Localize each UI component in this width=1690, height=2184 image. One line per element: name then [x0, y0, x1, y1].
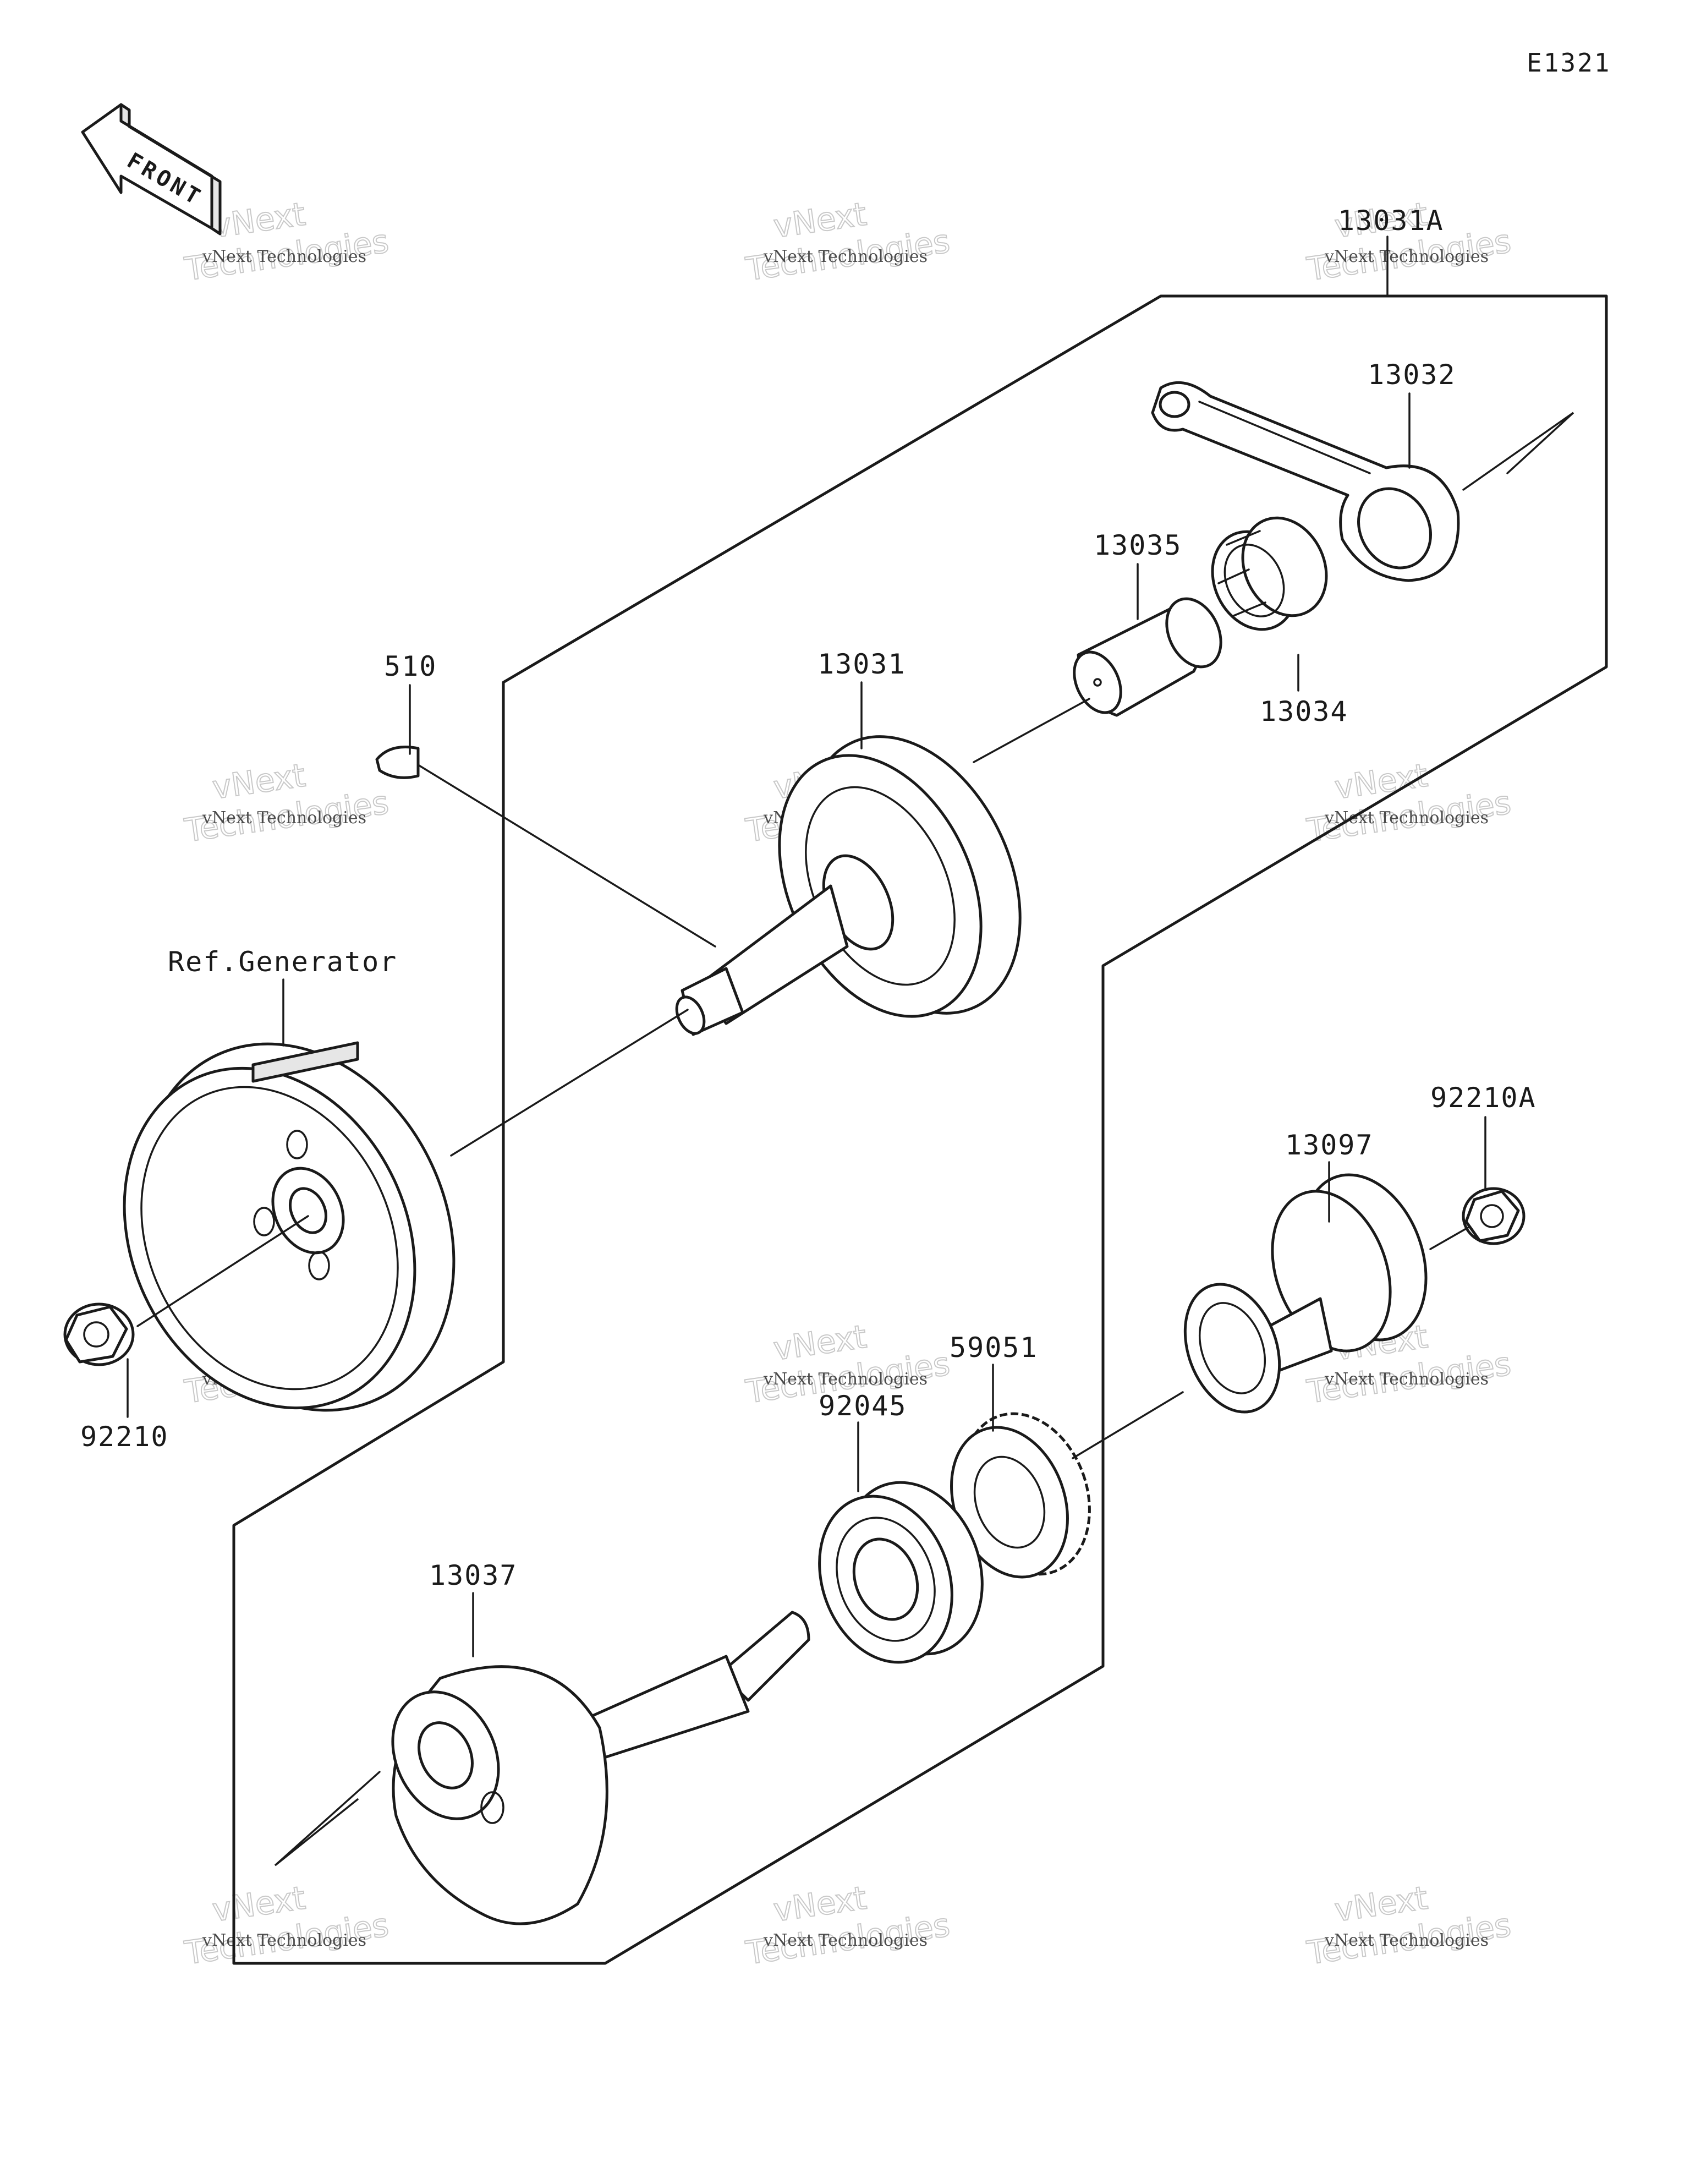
balancer-shaft-13097: [1183, 1173, 1428, 1414]
label-13031A: 13031A: [1338, 205, 1444, 237]
watermark: vNext Technologies: [182, 1879, 391, 1973]
woodruff-key-510: [375, 746, 420, 779]
crank-pin-13035: [1073, 597, 1222, 717]
connecting-rod-13032: [1151, 381, 1460, 582]
watermark-text: vNext Technologies: [1324, 247, 1489, 266]
leader-lines: [127, 236, 1486, 1657]
label-59051: 59051: [950, 1332, 1038, 1364]
label-13032: 13032: [1368, 359, 1456, 391]
front-arrow-icon: FRONT: [81, 103, 222, 236]
part-labels: 13031A 13032 13035 13034 510 13031 Ref.G…: [80, 205, 1537, 1591]
label-13034: 13034: [1260, 696, 1348, 727]
label-92210A: 92210A: [1430, 1082, 1537, 1114]
watermark-text: vNext Technologies: [1324, 808, 1489, 828]
watermark: vNext Technologies: [1304, 1879, 1513, 1973]
ball-bearing-92045: [818, 1481, 984, 1664]
label-13037: 13037: [429, 1559, 518, 1591]
generator-rotor: [123, 1041, 456, 1412]
label-ref-generator: Ref.Generator: [168, 946, 397, 978]
watermark-text: vNext Technologies: [202, 808, 366, 828]
crankshaft-13031: [675, 735, 1022, 1036]
diagram-code: E1321: [1527, 48, 1611, 78]
label-13031: 13031: [817, 648, 906, 680]
label-13097: 13097: [1285, 1129, 1374, 1161]
gear-59051: [950, 1412, 1091, 1579]
label-92210: 92210: [80, 1421, 169, 1453]
flange-nut-92210: [63, 1302, 135, 1366]
pointer-arrow: [1462, 412, 1574, 491]
flange-nut-92210A: [1462, 1187, 1526, 1245]
watermark: vNext Technologies: [1304, 756, 1513, 850]
watermark-text: vNext Technologies: [1324, 1370, 1489, 1389]
label-13035: 13035: [1094, 529, 1182, 561]
pointer-arrow: [274, 1771, 381, 1866]
watermark-text: vNext Technologies: [763, 1370, 928, 1389]
watermark-text: vNext Technologies: [763, 247, 928, 266]
watermark: vNext Technologies: [182, 756, 391, 850]
assembly-outline-upper: [232, 294, 1608, 1965]
watermark-text: vNext Technologies: [1324, 1931, 1489, 1950]
watermark-text: vNext Technologies: [202, 247, 366, 266]
label-510: 510: [384, 650, 437, 682]
watermark: vNext Technologies: [743, 195, 952, 289]
watermark: vNext Technologies: [743, 1879, 952, 1973]
watermark-text: vNext Technologies: [763, 1931, 928, 1950]
watermark-text: vNext Technologies: [202, 1931, 366, 1950]
crankshaft-13037: [391, 1611, 810, 1925]
needle-bearing-13034: [1211, 516, 1328, 631]
label-92045: 92045: [819, 1390, 907, 1422]
